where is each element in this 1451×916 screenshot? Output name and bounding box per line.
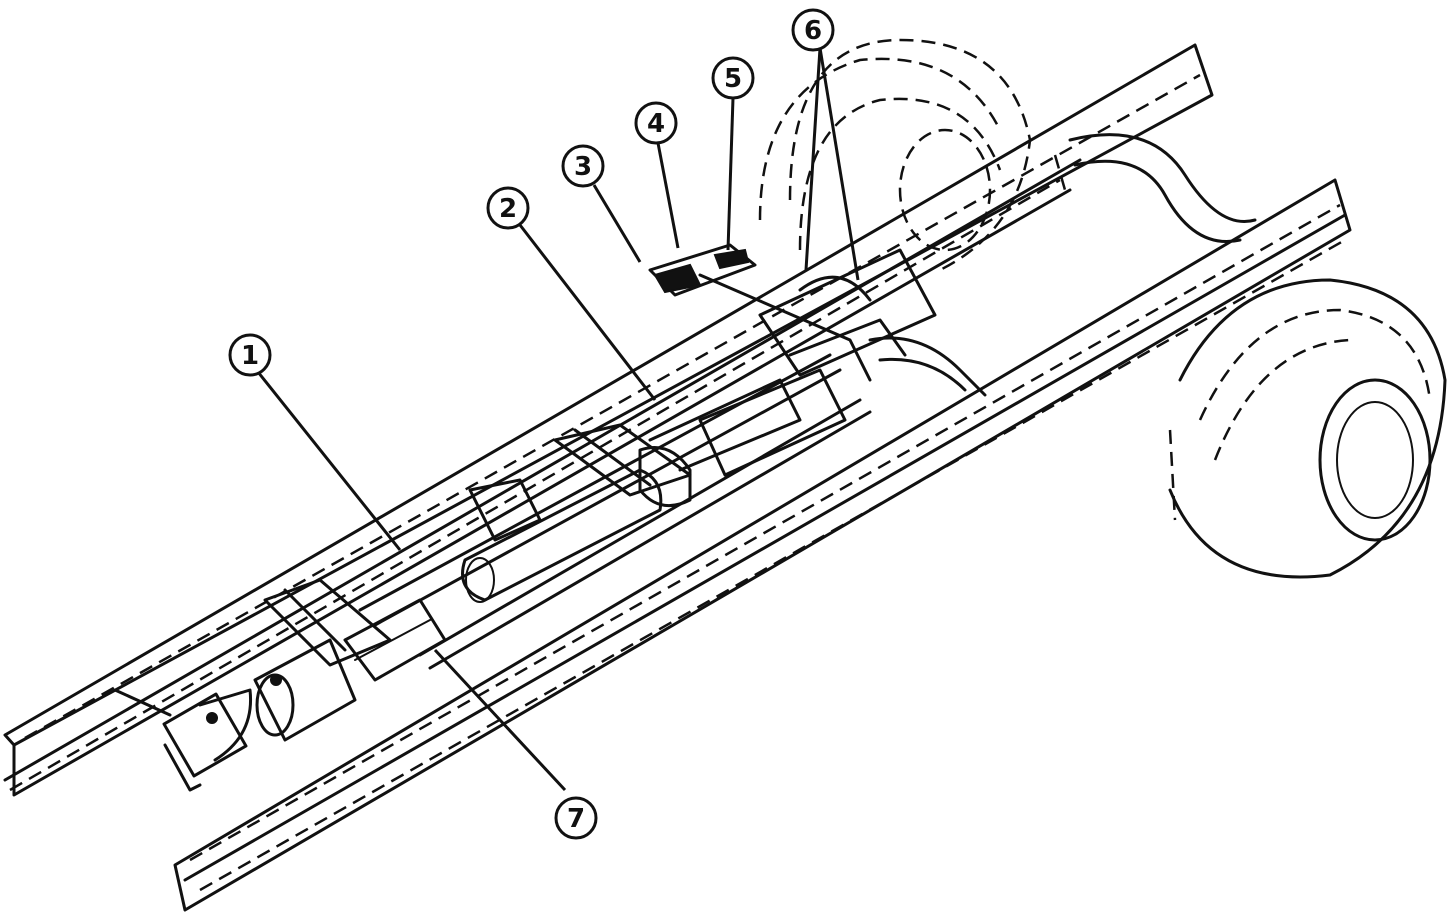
callout-7-label: 7 <box>567 804 585 834</box>
front-muffler <box>162 598 447 792</box>
callout-4: 4 <box>634 101 678 145</box>
rear-crossmember <box>1053 133 1257 243</box>
rear-wheel-lower <box>1168 278 1447 579</box>
callout-3-label: 3 <box>574 152 592 182</box>
callout-7: 7 <box>554 796 598 840</box>
callout-1-label: 1 <box>241 341 259 371</box>
exhaust-pipe <box>358 353 872 670</box>
right-frame-rail <box>173 178 1352 912</box>
callout-1: 1 <box>228 333 272 377</box>
rear-wheel-upper <box>758 38 1032 272</box>
rear-muffler <box>648 243 987 477</box>
driveshaft <box>461 378 802 603</box>
callout-2: 2 <box>486 186 530 230</box>
callout-6-label: 6 <box>804 16 822 46</box>
leader-lines <box>256 47 860 792</box>
callout-4-label: 4 <box>647 109 665 139</box>
callout-5: 5 <box>711 56 755 100</box>
callout-6: 6 <box>791 8 835 52</box>
left-frame-rail <box>3 43 1214 797</box>
cross-members <box>113 423 692 717</box>
callout-2-label: 2 <box>499 194 517 224</box>
callout-5-label: 5 <box>724 64 742 94</box>
callout-3: 3 <box>561 144 605 188</box>
